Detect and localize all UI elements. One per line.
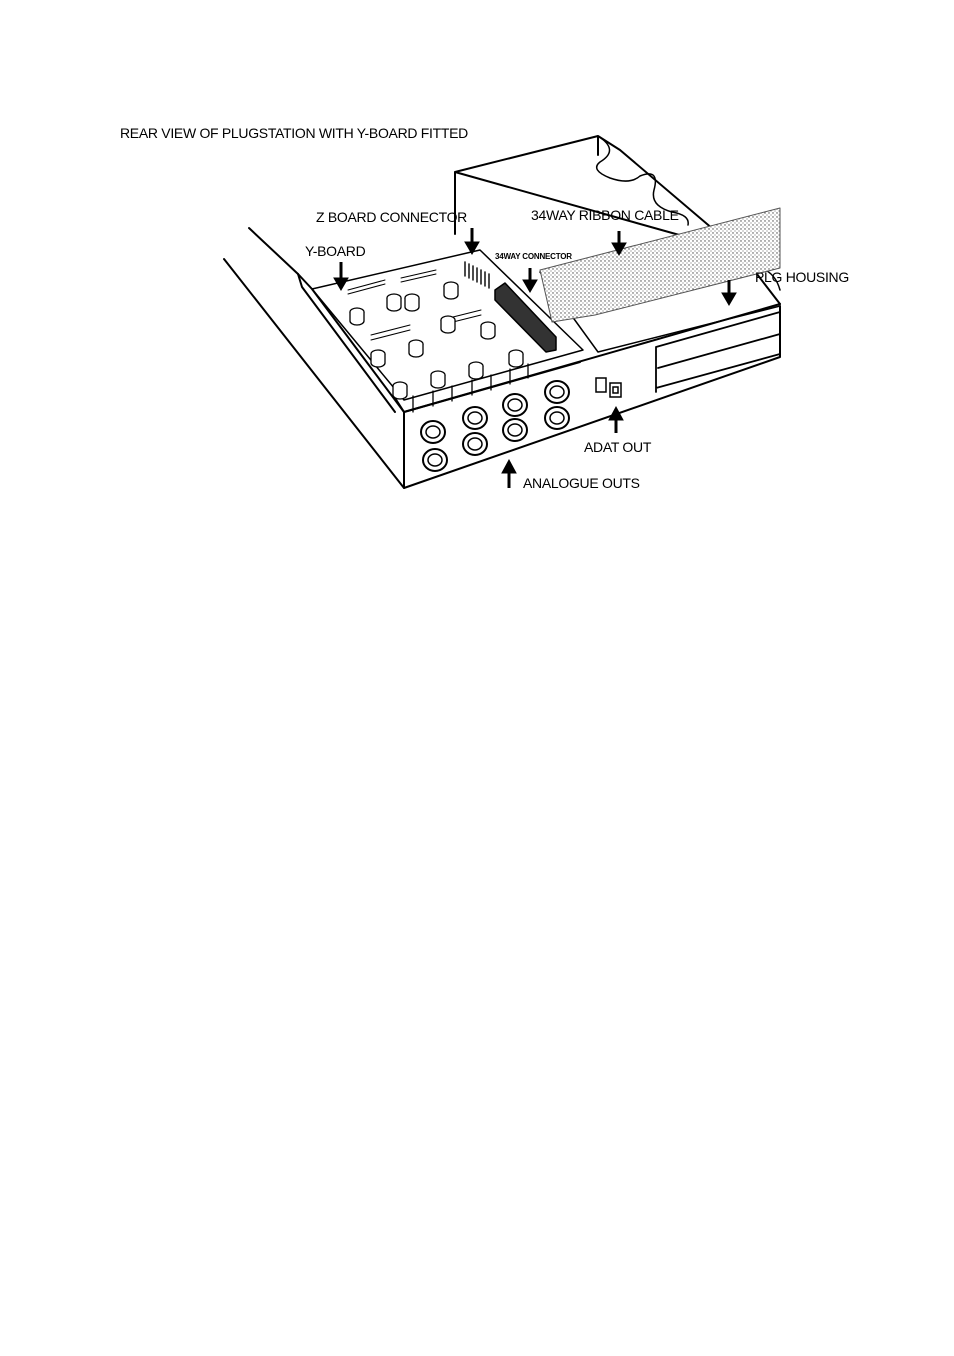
label-34way-ribbon-cable: 34WAY RIBBON CABLE	[531, 207, 679, 223]
label-adat-out: ADAT OUT	[584, 439, 652, 455]
chassis-top-rim	[297, 273, 405, 413]
arrow-adat-out	[608, 405, 624, 433]
label-y-board: Y-BOARD	[305, 243, 366, 259]
arrow-34way-connector	[522, 268, 538, 293]
arrow-y-board	[333, 262, 349, 291]
capacitors	[349, 281, 524, 400]
ic-2	[400, 269, 437, 283]
analogue-output-jacks	[420, 380, 570, 472]
jack	[502, 418, 528, 442]
rear-panel-dividers	[412, 363, 529, 413]
jack	[462, 406, 488, 430]
jack	[544, 406, 570, 430]
diagram-title: REAR VIEW OF PLUGSTATION WITH Y-BOARD FI…	[120, 125, 468, 141]
jack	[502, 393, 528, 417]
chassis-inner-side	[297, 273, 396, 413]
rear-panel-inner-top	[394, 361, 581, 413]
label-analogue-outs: ANALOGUE OUTS	[523, 475, 640, 491]
jack	[462, 432, 488, 456]
cut-line	[595, 135, 689, 226]
ribbon-cable	[539, 207, 781, 323]
arrow-z-board-connector	[464, 228, 480, 255]
chassis-outline	[223, 258, 781, 489]
jack	[544, 380, 570, 404]
ic-3	[370, 324, 411, 341]
arrow-plg-housing	[721, 280, 737, 306]
connector-34way	[494, 282, 557, 353]
chassis-rear-edge	[248, 227, 299, 275]
label-plg-housing: PLG HOUSING	[755, 269, 849, 285]
ic-1	[347, 279, 386, 295]
plg-housing-slots	[655, 311, 781, 393]
z-board-pins	[464, 261, 490, 289]
arrow-ribbon-cable	[611, 231, 627, 256]
label-z-board-connector: Z BOARD CONNECTOR	[316, 209, 467, 225]
jack	[422, 448, 448, 472]
label-34way-connector: 34WAY CONNECTOR	[495, 252, 572, 261]
jack	[420, 420, 446, 444]
adat-out-port	[595, 377, 622, 398]
arrow-analogue-outs	[501, 458, 517, 488]
